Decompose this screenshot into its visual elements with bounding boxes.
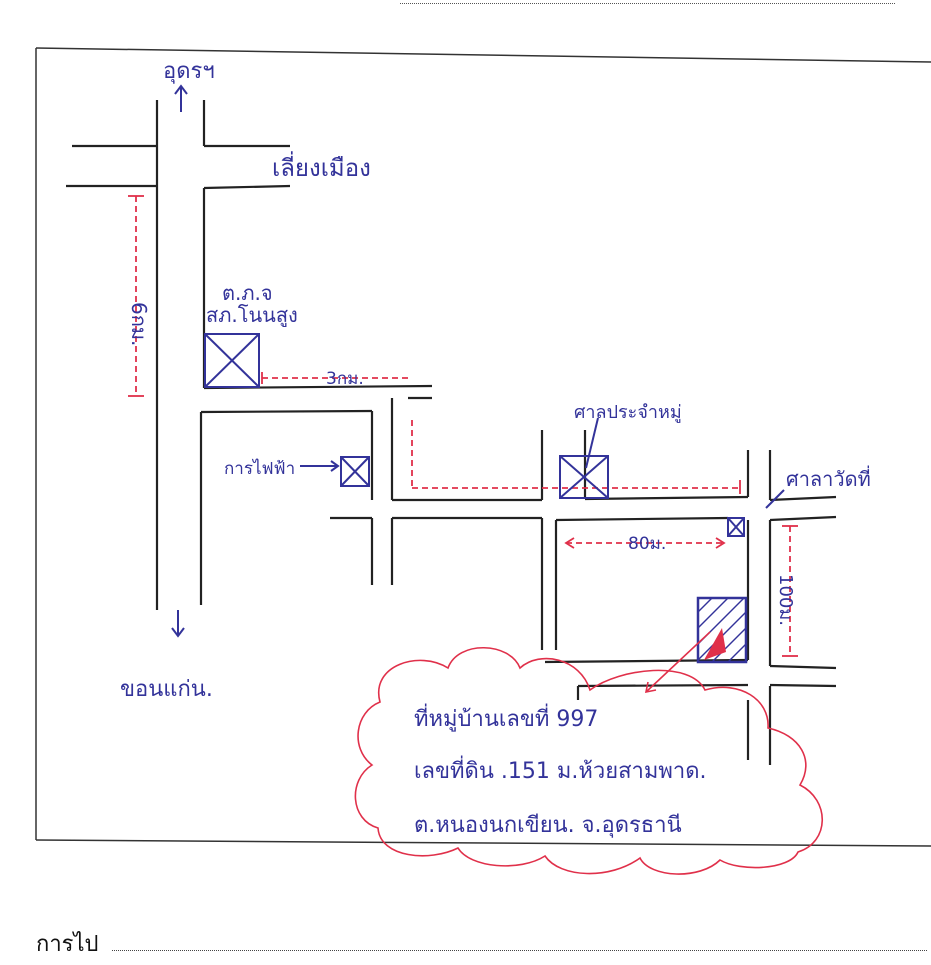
footer-dotted-line <box>112 950 927 951</box>
shrine-label: ศาลประจำหมู่ <box>574 402 682 423</box>
east-west-distance-second: 80ม. <box>628 534 666 554</box>
temple-pavilion-marker <box>727 489 785 537</box>
shrine-marker <box>559 417 609 499</box>
destination-note-line1: ที่หมู่บ้านเลขที่ 997 <box>414 703 598 732</box>
destination-marker <box>696 596 748 664</box>
police-station-label-2: สภ.โนนสูง <box>206 303 298 328</box>
east-west-distance-first: 3กม. <box>326 369 364 389</box>
destination-note-line3: ต.หนองนกเขียน. จ.อุดรธานี <box>414 813 682 838</box>
south-arrow-icon <box>171 610 185 638</box>
north-south-distance: 6กม. <box>127 302 151 346</box>
top-dotted-line <box>400 3 895 4</box>
footer-label: การไป <box>36 932 99 957</box>
north-arrow-icon <box>174 84 188 112</box>
roads <box>66 100 837 765</box>
police-station-label-1: ต.ภ.จ <box>222 281 273 305</box>
destination-note-line2: เลขที่ดิน .151 ม.ห้วยสามพาด. <box>414 755 707 784</box>
electricity-office-label: การไฟฟ้า <box>224 458 295 479</box>
map-frame <box>35 47 931 847</box>
temple-pavilion-label: ศาลาวัดที่ <box>786 465 871 491</box>
block-height-distance: 100ม. <box>775 574 796 626</box>
police-station-marker <box>204 333 260 388</box>
bypass-road-label: เลี่ยงเมือง <box>272 151 371 182</box>
distance-markers <box>128 195 798 657</box>
south-destination-label: ขอนแก่น. <box>120 677 213 702</box>
north-destination-label: อุดรฯ <box>163 59 215 84</box>
electricity-office-marker <box>300 456 370 487</box>
destination-cloud <box>354 631 823 875</box>
